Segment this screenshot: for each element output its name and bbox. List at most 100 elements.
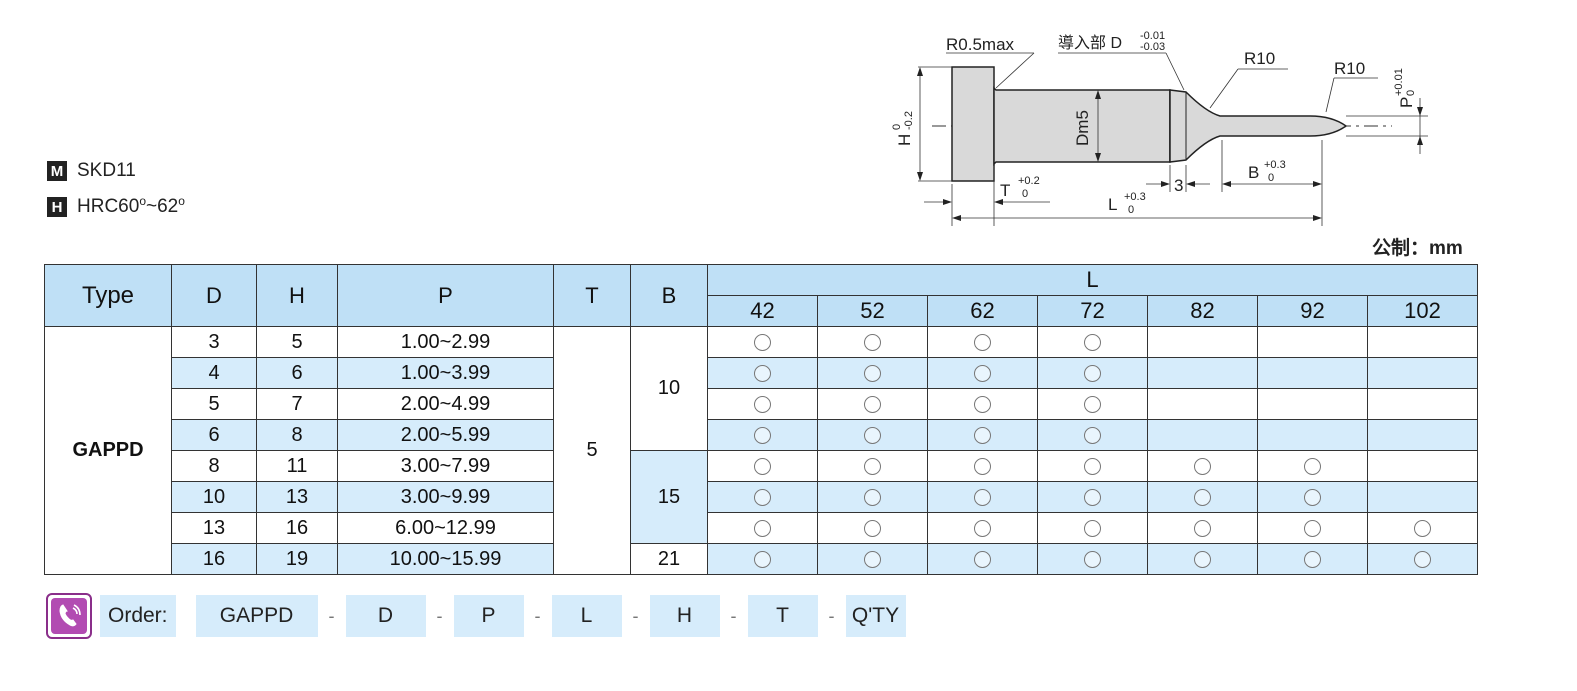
d-cell: 16 [171, 543, 257, 575]
d-cell: 13 [171, 512, 257, 544]
available-circle-icon [1084, 457, 1101, 475]
h-cell: 16 [256, 512, 338, 544]
dm5-label: Dm5 [1073, 110, 1092, 146]
available-circle-icon [974, 550, 991, 568]
available-circle-icon [864, 395, 881, 413]
available-circle-icon [1304, 550, 1321, 568]
available-circle-icon [1194, 457, 1211, 475]
availability-cell [1037, 481, 1148, 513]
availability-cell [927, 543, 1038, 575]
available-circle-icon [1084, 519, 1101, 537]
availability-cell [1037, 357, 1148, 389]
d-cell: 8 [171, 450, 257, 482]
availability-cell [817, 543, 928, 575]
header-d: D [171, 264, 257, 327]
svg-text:+0.01: +0.01 [1393, 68, 1405, 96]
p-cell: 2.00~4.99 [337, 388, 554, 420]
availability-cell [707, 512, 818, 544]
header-l-82: 82 [1147, 295, 1258, 327]
p-cell: 3.00~9.99 [337, 481, 554, 513]
availability-cell [927, 419, 1038, 451]
available-circle-icon [974, 426, 991, 444]
available-circle-icon [864, 488, 881, 506]
material-spec: M SKD11 [47, 160, 136, 182]
r-neck-label: R10 [1244, 49, 1275, 68]
availability-cell [1037, 450, 1148, 482]
available-circle-icon [754, 426, 771, 444]
available-circle-icon [754, 364, 771, 382]
available-circle-icon [754, 550, 771, 568]
header-l-102: 102 [1367, 295, 1478, 327]
availability-cell [1367, 512, 1478, 544]
available-circle-icon [1084, 364, 1101, 382]
availability-cell [1367, 419, 1478, 451]
availability-cell [1257, 388, 1368, 420]
order-separator: - [328, 605, 335, 626]
header-h: H [256, 264, 338, 327]
svg-text:-0.03: -0.03 [1140, 41, 1165, 53]
h-dimension-label: H [895, 134, 914, 146]
b-cell: 15 [630, 450, 708, 544]
availability-cell [1037, 419, 1148, 451]
availability-cell [1257, 543, 1368, 575]
availability-cell [1037, 512, 1148, 544]
availability-cell [817, 326, 928, 358]
p-cell: 10.00~15.99 [337, 543, 554, 575]
availability-cell [707, 357, 818, 389]
svg-text:+0.3: +0.3 [1264, 159, 1286, 171]
order-separator: - [436, 605, 443, 626]
svg-text:0: 0 [1128, 204, 1134, 216]
availability-cell [1147, 543, 1258, 575]
availability-cell [927, 388, 1038, 420]
l-dimension-label: L [1108, 195, 1117, 214]
r-tip-label: R10 [1334, 59, 1365, 78]
t-dimension-label: T [1000, 181, 1010, 200]
pin-tip [1169, 89, 1348, 163]
t-cell: 5 [553, 326, 631, 575]
available-circle-icon [974, 457, 991, 475]
order-part: L [551, 595, 622, 637]
unit-label: 公制：mm [1372, 238, 1463, 259]
header-b: B [630, 264, 708, 327]
available-circle-icon [864, 519, 881, 537]
availability-cell [817, 357, 928, 389]
material-value: SKD11 [77, 160, 136, 181]
availability-cell [1147, 450, 1258, 482]
b-cell: 21 [630, 543, 708, 575]
order-separator: - [534, 605, 541, 626]
available-circle-icon [754, 395, 771, 413]
availability-cell [1257, 450, 1368, 482]
available-circle-icon [864, 457, 881, 475]
header-type: Type [44, 264, 172, 327]
availability-cell [817, 388, 928, 420]
order-part: GAPPD [195, 595, 318, 637]
pin-head [951, 66, 995, 182]
available-circle-icon [1084, 395, 1101, 413]
available-circle-icon [1194, 550, 1211, 568]
order-separator: - [730, 605, 737, 626]
available-circle-icon [754, 488, 771, 506]
available-circle-icon [864, 426, 881, 444]
d-cell: 5 [171, 388, 257, 420]
available-circle-icon [754, 457, 771, 475]
availability-cell [707, 326, 818, 358]
available-circle-icon [1084, 333, 1101, 351]
available-circle-icon [1304, 519, 1321, 537]
three-dimension-label: 3 [1174, 176, 1183, 195]
available-circle-icon [974, 395, 991, 413]
availability-cell [1367, 481, 1478, 513]
available-circle-icon [1084, 550, 1101, 568]
available-circle-icon [1304, 488, 1321, 506]
svg-text:-0.2: -0.2 [903, 111, 915, 130]
header-p: P [337, 264, 554, 327]
available-circle-icon [1084, 488, 1101, 506]
header-l-42: 42 [707, 295, 818, 327]
order-part: P [453, 595, 524, 637]
h-cell: 5 [256, 326, 338, 358]
availability-cell [1257, 357, 1368, 389]
